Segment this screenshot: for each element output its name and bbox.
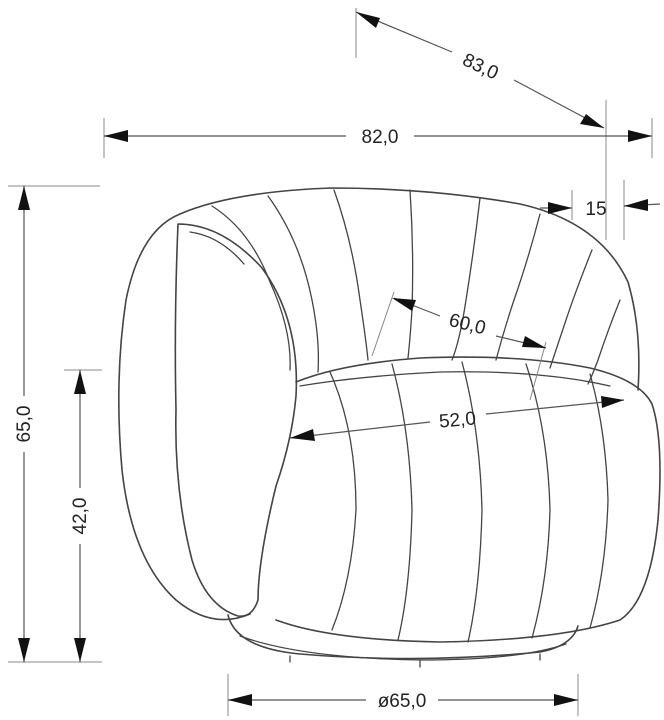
arrow-head — [74, 370, 86, 394]
depth-label: 83,0 — [459, 50, 501, 85]
arrow-head — [356, 12, 380, 28]
arrow-head — [74, 638, 86, 662]
dimension-width — [103, 118, 653, 158]
arrow-head — [228, 694, 252, 706]
armchair-illustration — [118, 187, 661, 668]
arrow-head — [522, 336, 546, 348]
arrow-head — [580, 114, 604, 128]
dimension-seat-width — [289, 396, 625, 441]
dimension-inner-depth — [371, 291, 547, 401]
seat-cushion-front-edge — [299, 371, 611, 387]
width-label: 82,0 — [362, 127, 399, 148]
arrow-head — [548, 202, 572, 214]
arrow-head — [554, 694, 578, 706]
seat-width-label: 52,0 — [438, 408, 477, 432]
seat-channels — [329, 361, 609, 643]
backrest-shell — [179, 187, 640, 391]
backrest-channels — [211, 189, 621, 385]
left-armrest-outer — [118, 213, 251, 621]
dimension-cushion-offset — [540, 180, 661, 240]
arrow-head — [392, 298, 416, 311]
seat-cushion — [275, 356, 661, 643]
arrow-head — [104, 130, 128, 142]
seat-height-label: 42,0 — [70, 498, 91, 535]
height-label: 65,0 — [14, 406, 35, 443]
arrow-head — [628, 130, 652, 142]
arrow-head — [290, 429, 315, 441]
arrow-head — [18, 186, 30, 210]
left-armrest-front — [174, 223, 298, 617]
base-diameter-label: ø65,0 — [378, 691, 427, 712]
arrow-head — [601, 396, 624, 408]
dimension-depth — [355, 8, 607, 240]
dimension-seat-height — [64, 369, 102, 663]
arrow-head — [624, 199, 648, 211]
chair-base-bottom — [239, 635, 567, 661]
arrow-head — [18, 638, 30, 662]
left-armrest-inner-seam — [189, 231, 245, 265]
cushion-offset-label: 15 — [585, 199, 606, 220]
dimension-height — [8, 185, 100, 663]
inner-depth-label: 60,0 — [447, 310, 488, 339]
dimension-base-diameter — [227, 674, 579, 716]
